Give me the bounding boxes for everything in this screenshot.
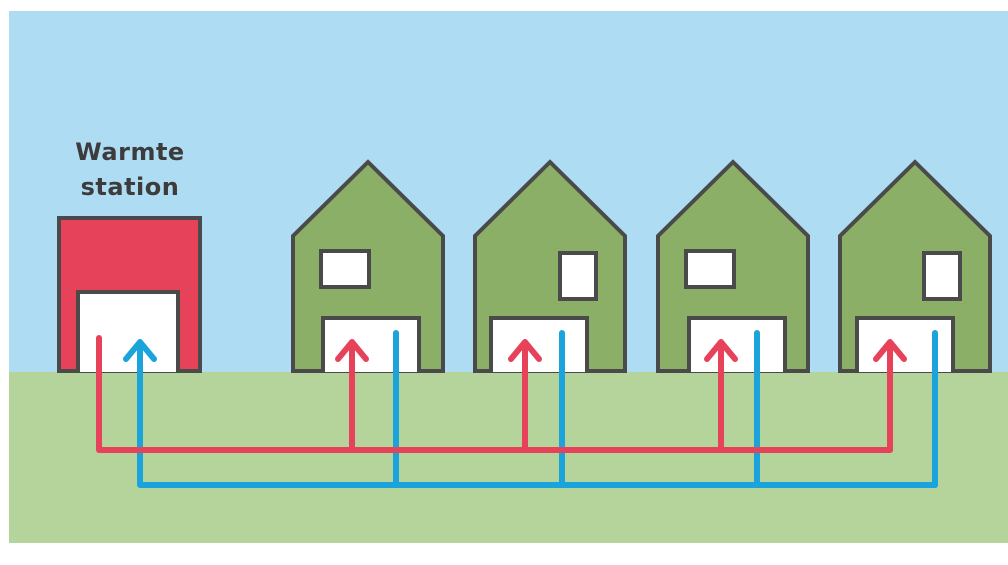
station-label-line1: Warmte: [75, 138, 184, 166]
station-door: [76, 290, 180, 372]
house-window: [319, 249, 371, 289]
house-door: [321, 316, 421, 372]
house-2: [473, 159, 627, 373]
house-door: [855, 316, 955, 372]
house-1: [291, 159, 445, 373]
return-pipe: [123, 330, 938, 488]
supply-arrow-head-4: [873, 339, 907, 362]
return-arrow-head: [123, 339, 157, 362]
supply-pipe: [96, 335, 907, 453]
frame-bottom: [0, 543, 1008, 565]
heat-station: Warmte station: [57, 138, 202, 373]
house-door: [687, 316, 787, 372]
supply-arrow-head-3: [704, 339, 738, 362]
station-label-line2: station: [81, 173, 180, 201]
house-window: [684, 249, 736, 289]
house-window: [922, 251, 962, 301]
frame-top: [0, 0, 1008, 11]
house-door: [489, 316, 589, 372]
supply-arrow-head-1: [335, 339, 369, 362]
house-3: [656, 159, 810, 373]
return-pipe-main: [137, 342, 938, 488]
ground: [0, 372, 1008, 565]
supply-arrow-head-2: [508, 339, 542, 362]
house-window: [558, 251, 598, 301]
frame-left: [0, 0, 9, 565]
supply-pipe-main: [96, 335, 893, 453]
house-4: [838, 159, 992, 373]
